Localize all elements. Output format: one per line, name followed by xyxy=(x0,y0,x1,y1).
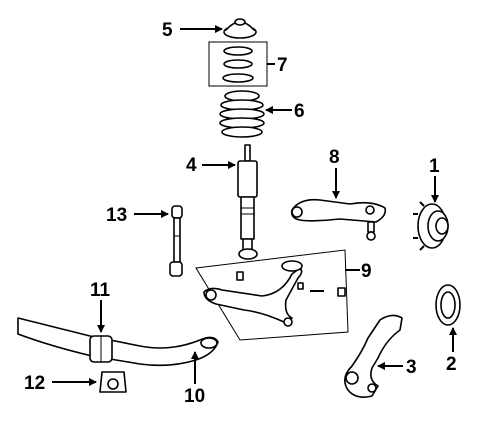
callout-12: 12 xyxy=(24,373,45,394)
strut-mount xyxy=(223,18,257,39)
wheel-hub xyxy=(413,201,449,251)
callout-4: 4 xyxy=(186,155,197,176)
lower-control-arm-group xyxy=(195,249,349,341)
callout-9: 9 xyxy=(361,261,372,282)
callout-labels: 5 7 6 4 8 1 13 9 2 3 11 12 10 xyxy=(24,20,457,407)
upper-control-arm xyxy=(290,198,387,241)
callout-6: 6 xyxy=(294,101,305,122)
callout-11: 11 xyxy=(90,280,111,301)
stabilizer-bar xyxy=(17,317,219,367)
strut-assembly xyxy=(237,144,258,260)
coil-spring xyxy=(219,90,265,138)
steering-knuckle xyxy=(344,314,403,398)
callout-2: 2 xyxy=(446,354,457,375)
callout-10: 10 xyxy=(184,386,205,407)
hub-seal xyxy=(435,284,461,326)
stabilizer-link xyxy=(169,205,183,277)
bushing-bracket xyxy=(99,371,127,393)
spring-insulator-group xyxy=(208,41,268,87)
stabilizer-bushing xyxy=(89,335,113,363)
callout-7: 7 xyxy=(277,55,288,76)
callout-5: 5 xyxy=(162,20,173,41)
callout-8: 8 xyxy=(329,147,340,168)
callout-13: 13 xyxy=(106,205,127,226)
leader-lines xyxy=(52,25,457,386)
callout-3: 3 xyxy=(406,357,417,378)
callout-1: 1 xyxy=(429,156,440,177)
